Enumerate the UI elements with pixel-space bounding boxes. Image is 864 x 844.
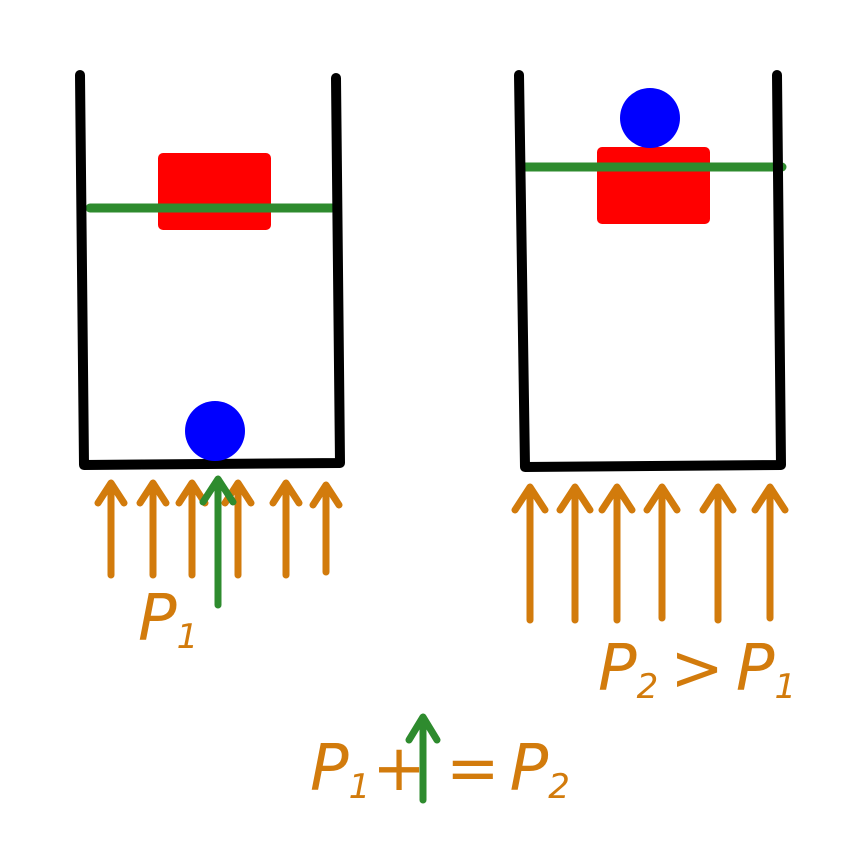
left-ball xyxy=(185,401,245,461)
pressure-arrow xyxy=(136,479,170,579)
pressure-arrow xyxy=(643,483,681,622)
right-block xyxy=(597,147,710,224)
right-label-subscript: 2 xyxy=(637,667,659,707)
right-label: P2>P1 xyxy=(598,632,796,707)
pressure-arrow xyxy=(598,483,636,624)
pressure-arrow xyxy=(309,481,343,576)
up-arrow-icon xyxy=(405,713,441,804)
left-label-subscript: 1 xyxy=(177,617,199,657)
equation: P1+ =P2 xyxy=(310,713,570,807)
left-label: P1 xyxy=(138,582,198,657)
pressure-arrow xyxy=(556,483,594,624)
left-block xyxy=(158,153,271,230)
equation-sub2: 2 xyxy=(548,767,570,807)
pressure-arrow xyxy=(94,479,128,579)
right-label-symbol2: P xyxy=(736,632,775,706)
equation-term2: P xyxy=(510,732,549,806)
right-container xyxy=(514,70,787,472)
extra-force-arrow xyxy=(199,475,237,609)
equation-term1: P xyxy=(310,732,349,806)
left-pressure-arrows xyxy=(94,479,343,579)
equation-left: P1+ xyxy=(310,732,426,807)
right-label-subscript2: 1 xyxy=(774,667,796,707)
right-label-relation: > xyxy=(670,632,724,706)
equation-equals: = xyxy=(446,732,500,806)
equation-sub1: 1 xyxy=(349,767,371,807)
right-label-symbol: P xyxy=(598,632,637,706)
pressure-arrow xyxy=(175,479,209,579)
equation-plus: + xyxy=(372,732,426,806)
right-pressure-arrows xyxy=(511,483,789,624)
pressure-arrow xyxy=(751,483,789,622)
left-container-walls xyxy=(75,70,345,470)
left-label-symbol: P xyxy=(138,582,177,656)
right-ball xyxy=(620,88,680,148)
pressure-arrow xyxy=(699,483,737,624)
left-container xyxy=(75,70,345,470)
equation-right: =P2 xyxy=(446,732,570,807)
pressure-arrow xyxy=(511,483,549,624)
right-container-walls xyxy=(514,70,786,472)
pressure-arrow xyxy=(269,479,303,579)
